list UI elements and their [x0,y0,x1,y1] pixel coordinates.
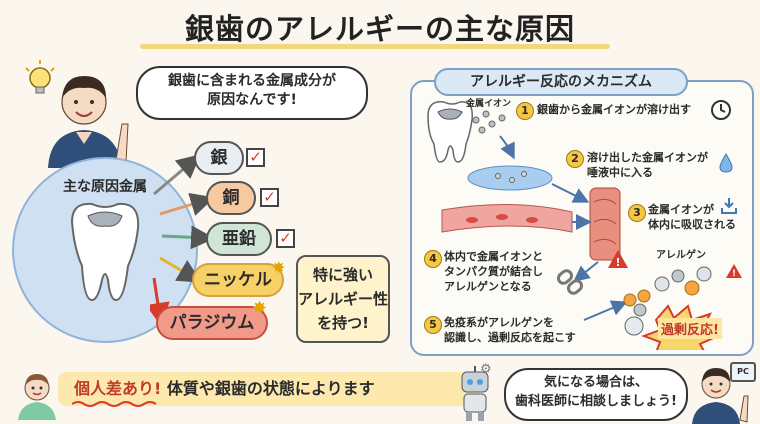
step-1-number: 1 [516,102,534,120]
advice-bubble: 気になる場合は、 歯科医師に相談しましょう! [504,368,688,421]
strong-line-1: 特に強い [312,266,373,284]
step-3-text: 金属イオンが 体内に吸収される [648,202,736,232]
blood-vessel [441,204,573,233]
warning-icon: ! [608,250,628,269]
robot-icon [461,366,489,421]
clock-icon [711,100,731,120]
step-2-line-1: 溶け出した金属イオンが [587,151,708,164]
metal-nickel: ニッケル [192,263,284,297]
allergen-label: アレルゲン [656,250,706,261]
step-4-line-1: 体内で金属イオンと [444,250,543,263]
step-5-number: 5 [424,316,442,334]
bottom-rest: 体質や銀歯の状態によります [161,379,375,398]
patient-illustration [18,374,56,420]
dentist-small-illustration [692,368,749,424]
mechanism-illustration: ! ! [427,101,742,350]
svg-text:!: ! [732,269,736,279]
zinc-checkbox: ✓ [276,229,295,248]
metal-palladium: パラジウム [156,306,268,340]
step-2-number: 2 [566,150,584,168]
main-metals-label: 主な原因金属 [63,179,147,195]
step-5-line-2: 認識し、過剰反応を起こす [444,331,576,344]
droplet-icon [719,153,733,173]
step-3-number: 3 [628,204,646,222]
tissue-column [589,187,621,261]
bottom-accent: 個人差あり! [74,379,162,398]
step-4-line-2: タンパク質が結合し [444,265,543,278]
pc-icon: PC [730,362,756,382]
chain-link-icon [556,269,584,295]
metal-copper: 銅 [206,181,256,215]
tooth-icon [427,101,473,163]
metal-silver: 銀 [194,141,244,175]
step-2-line-2: 唾液中に入る [587,166,653,179]
step-5-line-1: 免疫系がアレルゲンを [444,316,554,329]
svg-text:!: ! [615,256,620,269]
silver-checkbox: ✓ [246,148,265,167]
overreaction-label: 過剰反応! [658,318,722,339]
palladium-spark-icon: ✸ [252,298,268,319]
mechanism-title: アレルギー反応のメカニズム [434,68,688,96]
step-5-text: 免疫系がアレルゲンを 認識し、過剰反応を起こす [444,315,576,345]
bottom-banner [58,372,478,406]
bottom-message: 個人差あり! 体質や銀歯の状態によります [74,376,375,402]
tooth-icon [70,202,140,302]
strong-line-3: を持つ! [317,314,369,332]
step-4-text: 体内で金属イオンと タンパク質が結合し アレルゲンとなる [444,249,543,294]
step-3-line-1: 金属イオンが [648,203,714,216]
advice-line-1: 気になる場合は、 [543,375,648,390]
wavy-underline [72,401,157,407]
tooth-circle [12,157,198,343]
warning-icon: ! [726,264,742,279]
allergen-cluster [623,266,712,336]
nickel-spark-icon: ✸ [272,258,286,277]
copper-checkbox: ✓ [260,188,279,207]
step-4-line-3: アレルゲンとなる [444,280,532,293]
step-1-text: 銀歯から金属イオンが溶け出す [537,103,691,116]
speech-line-2: 原因なんです! [207,92,297,108]
strong-line-2: アレルギー性 [298,290,389,308]
gear-icon: ⚙ [480,362,492,377]
metal-zinc: 亜鉛 [206,222,272,256]
page-title: 銀歯のアレルギーの主な原因 [184,12,575,46]
speech-line-1: 銀歯に含まれる金属成分が [168,73,336,89]
lightbulb-icon [25,60,55,94]
ion-dots [472,110,506,134]
title-underline [140,44,610,49]
strong-allergy-callout: 特に強い アレルギー性 を持つ! [296,255,390,343]
step-3-line-2: 体内に吸収される [648,218,736,231]
speech-bubble: 銀歯に含まれる金属成分が 原因なんです! [136,66,368,120]
download-tray-icon [721,198,737,214]
ion-label: 金属イオン [466,99,512,109]
step-2-text: 溶け出した金属イオンが 唾液中に入る [587,150,708,180]
step-4-number: 4 [424,250,442,268]
advice-line-2: 歯科医師に相談しましょう! [515,394,677,409]
